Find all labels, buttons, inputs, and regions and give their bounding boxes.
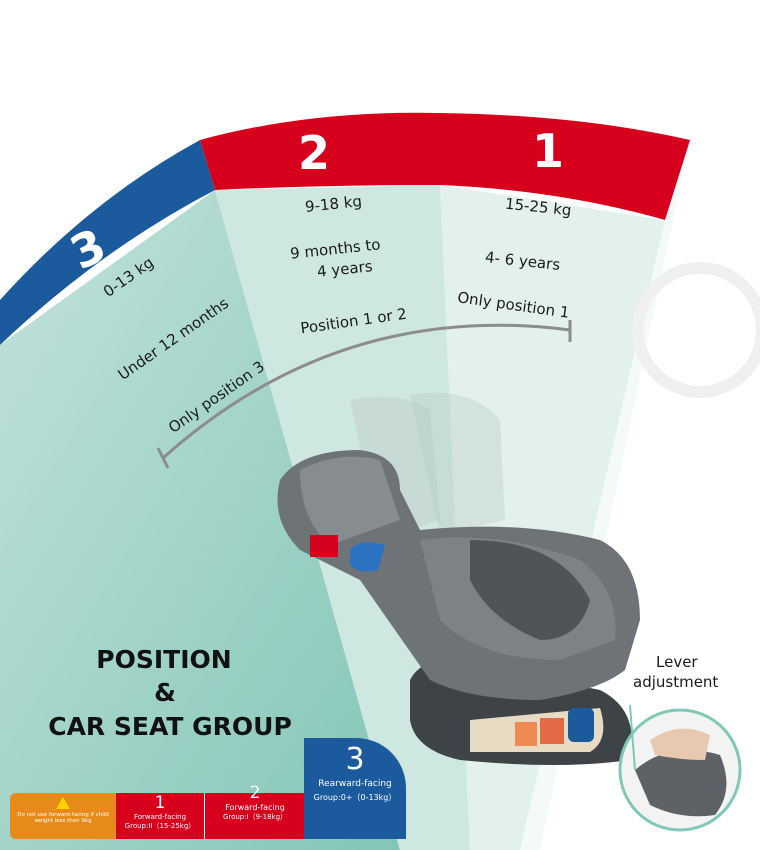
legend-group-3: 3 Rearward-facing Group:0+（0-13kg） [304,738,406,839]
legend-group-1-number: 1 [154,793,166,813]
legend-group-2: 2 Forward-facing Group:I（9-18kg） [204,783,305,839]
car-seat-illustration [277,392,640,765]
legend-group-2-number: 2 [249,783,261,803]
warning-text-line2: weight less then 9kg [34,818,92,824]
arc-red-group-1 [440,113,690,220]
lever-label-line2: adjustment [633,673,719,691]
legend-group-2-line1: Forward-facing [225,803,285,812]
arc-red-group-2 [200,112,440,190]
fan-wedge-3 [0,190,400,850]
heading-line3: CAR SEAT GROUP [48,712,292,741]
legend-group-3-number: 3 [345,742,365,777]
lever-label-line1: Lever [656,653,698,671]
legend-warning: Do not use forward-facing if child weigh… [10,793,116,839]
legend-group-3-line2: Group:0+（0-13kg） [313,793,397,802]
legend-group-1-line1: Forward-facing [133,813,187,821]
legend-group-1: 1 Forward-facing Group:II（15-25kg） [116,793,204,839]
warning-text-line1: Do not use forward-facing if child [17,812,109,818]
legend-group-3-line1: Rearward-facing [318,779,392,789]
warning-icon [56,797,70,809]
heading-line2: & [154,678,176,707]
heading-line1: POSITION [96,645,232,674]
legend-group-2-line2: Group:I（9-18kg） [222,813,288,821]
arc-blue-group-3 [0,140,215,345]
decorative-ring [632,262,760,398]
group-number-1: 1 [532,124,565,178]
legend-group-1-line2: Group:II（15-25kg） [124,822,196,830]
position-bracket-arc [162,323,571,460]
group-number-2: 2 [298,126,331,180]
